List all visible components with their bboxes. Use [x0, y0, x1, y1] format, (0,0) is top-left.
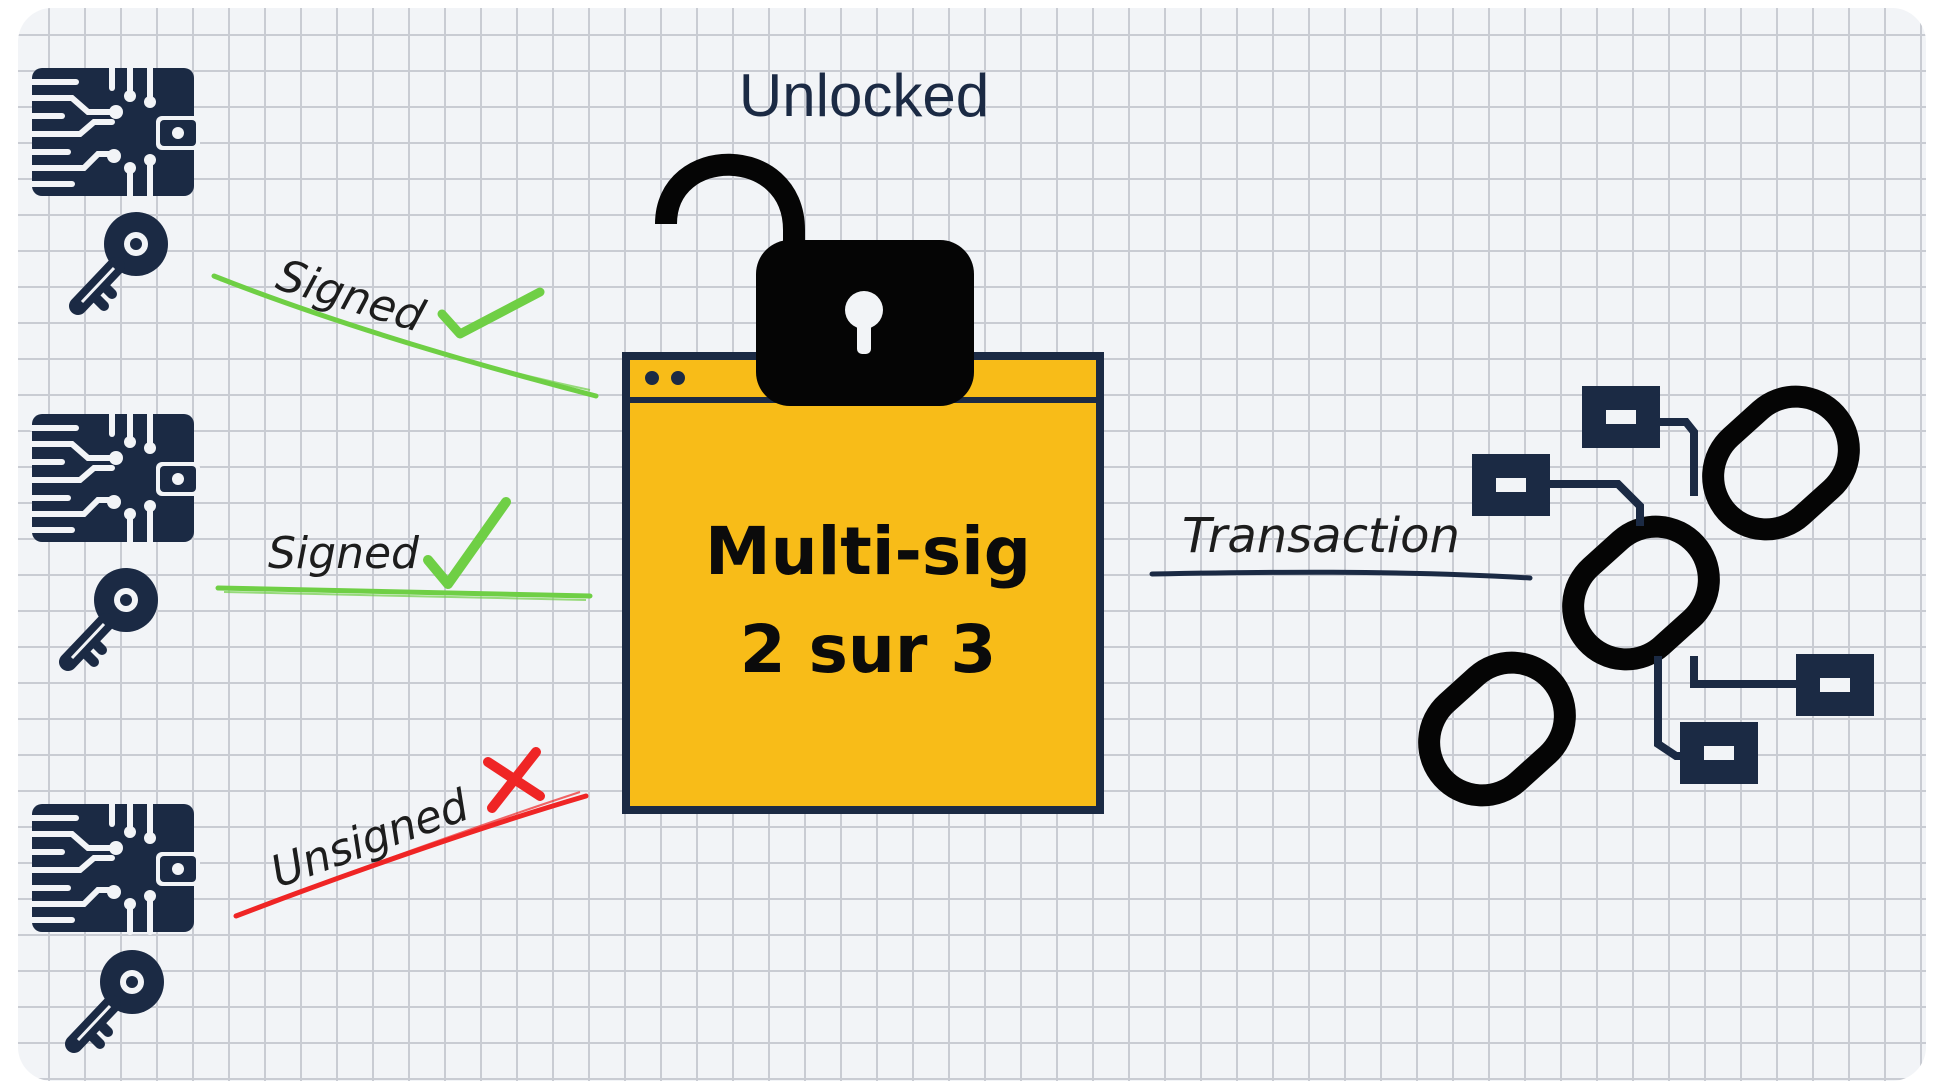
transaction-line	[1149, 569, 1533, 581]
signer-1-status: Signed	[271, 250, 431, 343]
wallet-title-line1: Multi-sig	[705, 513, 1031, 590]
hardware-wallet-icon	[32, 414, 200, 542]
signer-3	[32, 804, 200, 1044]
key-icon	[74, 950, 164, 1044]
hardware-wallet-icon	[32, 68, 200, 196]
signer-2	[32, 414, 200, 662]
hardware-wallet-icon	[32, 804, 200, 932]
signer-3-status: Unsigned	[264, 780, 476, 899]
cross-icon	[483, 747, 545, 813]
blockchain-chain-icon	[1418, 385, 1874, 807]
key-icon	[78, 212, 168, 306]
open-padlock-icon	[655, 153, 974, 406]
signer-2-status: Signed	[268, 528, 420, 579]
check-icon	[437, 287, 545, 339]
transaction-label: Transaction	[1182, 508, 1460, 564]
lock-state-label: Unlocked	[739, 62, 989, 129]
key-icon	[68, 568, 158, 662]
wallet-title-line2: 2 sur 3	[740, 611, 997, 688]
check-icon	[423, 497, 511, 589]
signer-1	[32, 68, 200, 306]
multisig-wallet-window: Multi-sig 2 sur 3	[622, 352, 1104, 814]
window-dot	[645, 371, 659, 385]
window-dot	[671, 371, 685, 385]
signature-line-2	[215, 585, 593, 599]
